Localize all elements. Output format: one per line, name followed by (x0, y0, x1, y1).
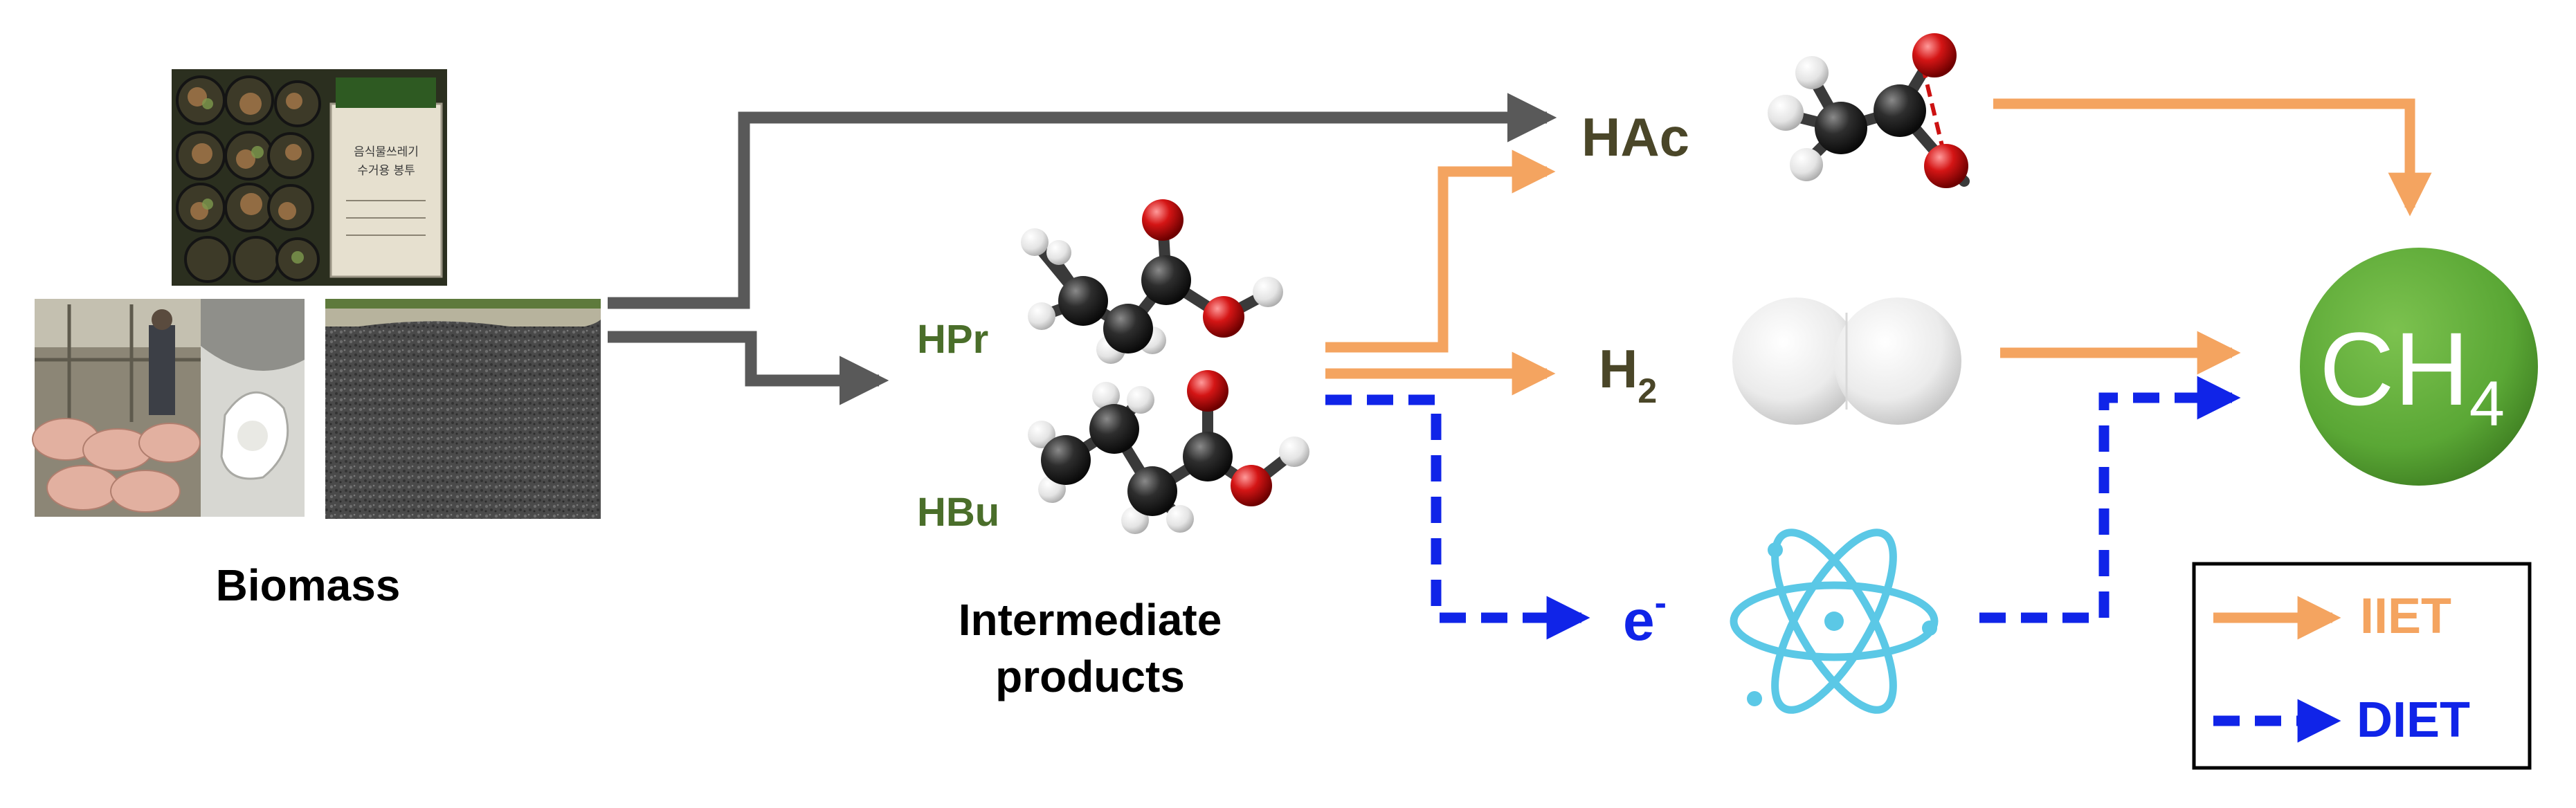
arrow-biomass-to-intermediates (608, 331, 889, 405)
photo-compost-pile (325, 299, 601, 519)
atom-icon (1730, 529, 1939, 714)
electron-main: e (1623, 589, 1655, 652)
hpr-label: HPr (917, 317, 988, 362)
legend-diet-label: DIET (2357, 692, 2470, 748)
methane-node: CH4 (2300, 248, 2538, 486)
methane-main: CH (2319, 311, 2469, 427)
legend-iiet-label: IIET (2360, 589, 2451, 644)
h2-main: H (1599, 338, 1638, 399)
methane-subscript: 4 (2469, 369, 2505, 439)
intermediate-caption-line2: products (995, 652, 1185, 701)
bag-text-line1: 음식물쓰레기 (354, 145, 419, 159)
biomass-photo-group: 음식물쓰레기 수거용 봉투 (32, 69, 601, 519)
biomass-label: Biomass (216, 560, 401, 610)
arrow-biomass-to-hac (608, 93, 1557, 309)
photo-food-waste-bins: 음식물쓰레기 수거용 봉투 (172, 69, 447, 286)
arrow-intermediates-to-hac (1325, 149, 1556, 353)
h2-subscript: 2 (1638, 371, 1657, 410)
methane-label: CH4 (2319, 311, 2505, 439)
propionic-acid-molecule-icon (1021, 199, 1283, 364)
hydrogen-molecule-icon (1732, 297, 1961, 425)
arrow-electron-to-ch4 (1979, 376, 2241, 623)
bag-text-line2: 수거용 봉투 (357, 164, 415, 178)
hac-label: HAc (1581, 107, 1689, 167)
butyric-acid-molecule-icon (1028, 370, 1309, 534)
h2-label: H2 (1599, 338, 1657, 410)
acetic-acid-molecule-icon (1768, 33, 1970, 188)
photo-pig-farm (32, 299, 201, 517)
photo-sludge-bag (201, 299, 305, 517)
diet-arrows (1325, 376, 2241, 640)
electron-superscript: - (1655, 583, 1667, 623)
intermediate-caption-line1: Intermediate (959, 595, 1222, 645)
hbu-label: HBu (917, 490, 999, 535)
iiet-arrows (1325, 98, 2432, 396)
biomass-arrows (608, 93, 1557, 405)
electron-label: e- (1623, 583, 1667, 652)
arrow-intermediates-to-electron (1325, 394, 1590, 640)
legend-box (2192, 562, 2532, 770)
arrow-hac-to-ch4 (1993, 98, 2432, 217)
legend: IIET DIET (2192, 562, 2532, 770)
